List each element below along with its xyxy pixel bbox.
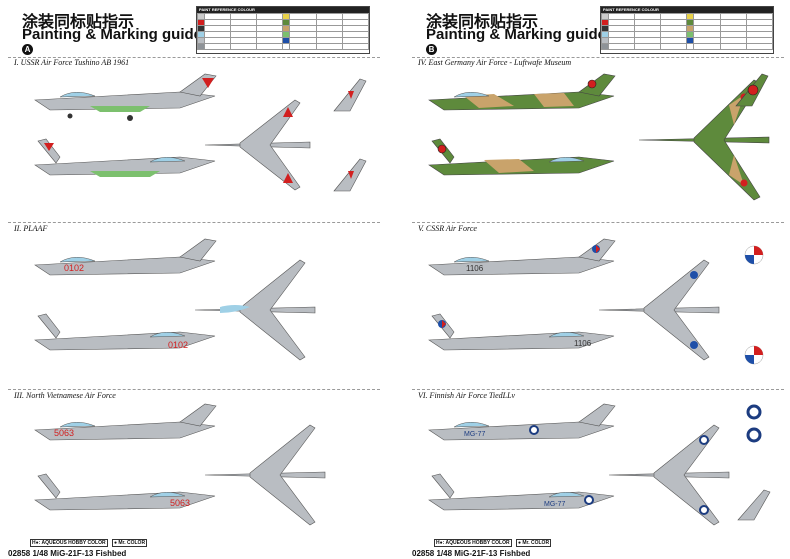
instruction-sheet-a: 涂装同标贴指示 Painting & Marking guide A PAINT… <box>0 0 386 559</box>
nose-number: 5063 <box>54 428 74 438</box>
aircraft-side-view <box>34 73 217 121</box>
section-title: V. CSSR Air Force <box>418 224 477 233</box>
paint-reference-table: PAINT REFERENCE COLOUR <box>600 6 774 54</box>
sheet-footer: 02858 1/48 MiG-21F-13 Fishbed <box>8 549 127 558</box>
finnish-roundel-icon <box>737 404 771 521</box>
aircraft-side-view: 1106 <box>428 313 615 351</box>
sheet-footer: 02858 1/48 MiG-21F-13 Fishbed <box>412 549 531 558</box>
aircraft-side-view <box>428 138 615 176</box>
aircraft-side-view: 0102 <box>34 313 216 351</box>
fin-detail <box>333 78 367 112</box>
czech-roundel-icon <box>744 245 764 365</box>
aircraft-side-view: 5063 <box>34 473 216 511</box>
sheet-badge: B <box>426 44 437 55</box>
paint-reference-grid <box>197 13 370 50</box>
nose-number: MG-77 <box>464 431 486 438</box>
section-divider <box>412 57 784 218</box>
section-divider <box>412 222 784 388</box>
section-title: VI. Finnish Air Force TiedLLv <box>418 391 516 400</box>
nose-number: 1106 <box>466 264 484 273</box>
paint-reference-table: PAINT REFERENCE COLOUR <box>196 6 370 54</box>
aircraft-top-view <box>608 424 730 526</box>
section-divider <box>412 389 784 538</box>
section-divider <box>8 57 380 218</box>
nose-number: 0102 <box>168 340 188 350</box>
legend-aqueous: H●: AQUEOUS HOBBY COLOR <box>434 539 512 547</box>
aircraft-side-view: 5063 <box>34 403 217 441</box>
color-legend: H●: AQUEOUS HOBBY COLOR ● Mr. COLOR <box>434 539 554 547</box>
aircraft-side-view: 1106 <box>428 238 616 276</box>
east-germany-roundel-icon <box>735 73 769 107</box>
sheet-title-chinese: 涂装同标贴指示 <box>426 12 539 31</box>
sheet-title: Painting & Marking guide <box>426 26 607 43</box>
legend-mr-color: ● Mr. COLOR <box>111 539 148 547</box>
section-title: IV. East Germany Air Force - Luftwafe Mu… <box>418 58 572 67</box>
nose-number: 5063 <box>170 498 190 508</box>
aircraft-side-view: MG-77 <box>428 473 615 511</box>
section-divider <box>8 222 380 388</box>
section-title: I. USSR Air Force Tushino AB 1961 <box>14 58 130 67</box>
nose-number: 1106 <box>574 339 592 348</box>
paint-reference-grid <box>601 13 774 50</box>
legend-aqueous: H●: AQUEOUS HOBBY COLOR <box>30 539 108 547</box>
section-divider <box>8 389 380 538</box>
aircraft-side-view <box>34 138 216 177</box>
paint-reference-title: PAINT REFERENCE COLOUR <box>197 7 369 13</box>
aircraft-side-view: MG-77 <box>428 403 616 441</box>
aircraft-top-view <box>194 259 316 361</box>
section-title: III. North Vietnamese Air Force <box>14 391 116 400</box>
nose-number: MG-77 <box>544 501 566 508</box>
sheet-title-chinese: 涂装同标贴指示 <box>22 12 135 31</box>
nose-number: 0102 <box>64 263 84 273</box>
aircraft-top-view <box>598 259 720 361</box>
paint-reference-title: PAINT REFERENCE COLOUR <box>601 7 773 13</box>
aircraft-side-view <box>428 73 616 111</box>
sheet-badge: A <box>22 44 33 55</box>
sheet-title: Painting & Marking guide <box>22 26 203 43</box>
fin-detail <box>333 158 367 192</box>
color-legend: H●: AQUEOUS HOBBY COLOR ● Mr. COLOR <box>30 539 150 547</box>
aircraft-side-view: 0102 <box>34 238 217 276</box>
section-title: II. PLAAF <box>14 224 48 233</box>
aircraft-top-view <box>204 99 311 191</box>
aircraft-top-view <box>204 424 326 526</box>
legend-mr-color: ● Mr. COLOR <box>515 539 552 547</box>
instruction-sheet-b: 涂装同标贴指示 Painting & Marking guide B PAINT… <box>404 0 790 559</box>
